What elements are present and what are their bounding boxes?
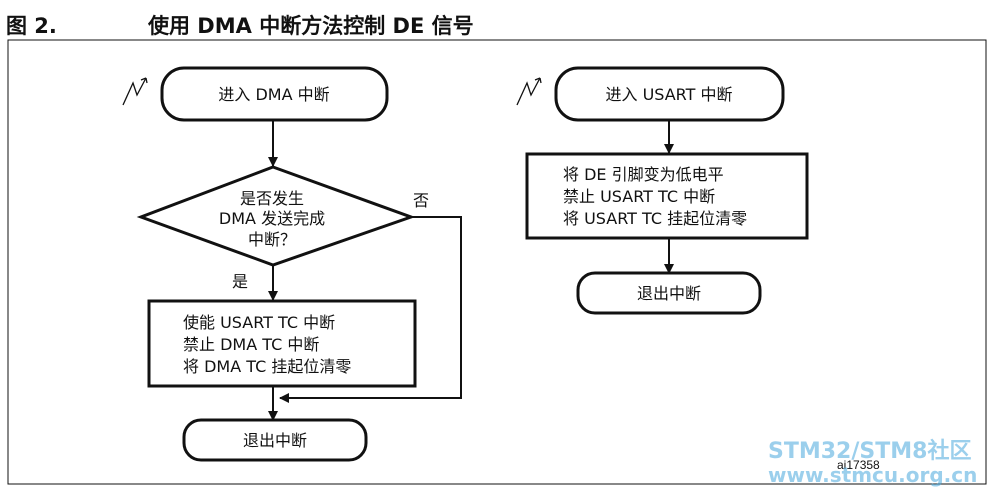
figure-header: 图 2. 使用 DMA 中断方法控制 DE 信号 xyxy=(6,6,996,38)
right-start-label: 进入 USART 中断 xyxy=(605,85,732,104)
left-action-line-1: 使能 USART TC 中断 xyxy=(183,313,335,332)
left-end-terminal xyxy=(182,418,368,462)
right-action-line-2: 禁止 USART TC 中断 xyxy=(563,187,715,206)
right-action-box xyxy=(525,152,809,240)
interrupt-lightning-icon-right xyxy=(516,77,541,106)
right-end-terminal xyxy=(576,271,762,315)
figure-title: 使用 DMA 中断方法控制 DE 信号 xyxy=(148,14,474,38)
yes-branch-label: 是 xyxy=(232,272,248,291)
no-branch-label: 否 xyxy=(413,191,429,210)
left-action-box xyxy=(147,299,417,388)
watermark-line-2: www.stmcu.org.cn xyxy=(768,463,977,487)
left-end-label: 退出中断 xyxy=(243,431,307,450)
decision-line-2: DMA 发送完成 xyxy=(219,209,325,228)
right-action-line-1: 将 DE 引脚变为低电平 xyxy=(563,165,724,184)
watermark-line-1: STM32/STM8社区 xyxy=(768,438,971,464)
arrow-decision-no xyxy=(279,216,462,403)
left-start-terminal xyxy=(160,66,389,122)
left-action-line-2: 禁止 DMA TC 中断 xyxy=(183,335,319,354)
left-action-line-3: 将 DMA TC 挂起位清零 xyxy=(183,357,351,376)
right-end-label: 退出中断 xyxy=(637,284,701,303)
interrupt-lightning-icon-left xyxy=(122,77,147,106)
figure-number: 图 2. xyxy=(6,14,57,38)
figure-id: ai17358 xyxy=(837,458,880,472)
left-start-label: 进入 DMA 中断 xyxy=(218,85,329,104)
figure-frame xyxy=(7,39,987,485)
decision-line-1: 是否发生 xyxy=(240,189,304,208)
right-action-line-3: 将 USART TC 挂起位清零 xyxy=(563,209,747,228)
decision-line-3: 中断？ xyxy=(248,230,296,249)
